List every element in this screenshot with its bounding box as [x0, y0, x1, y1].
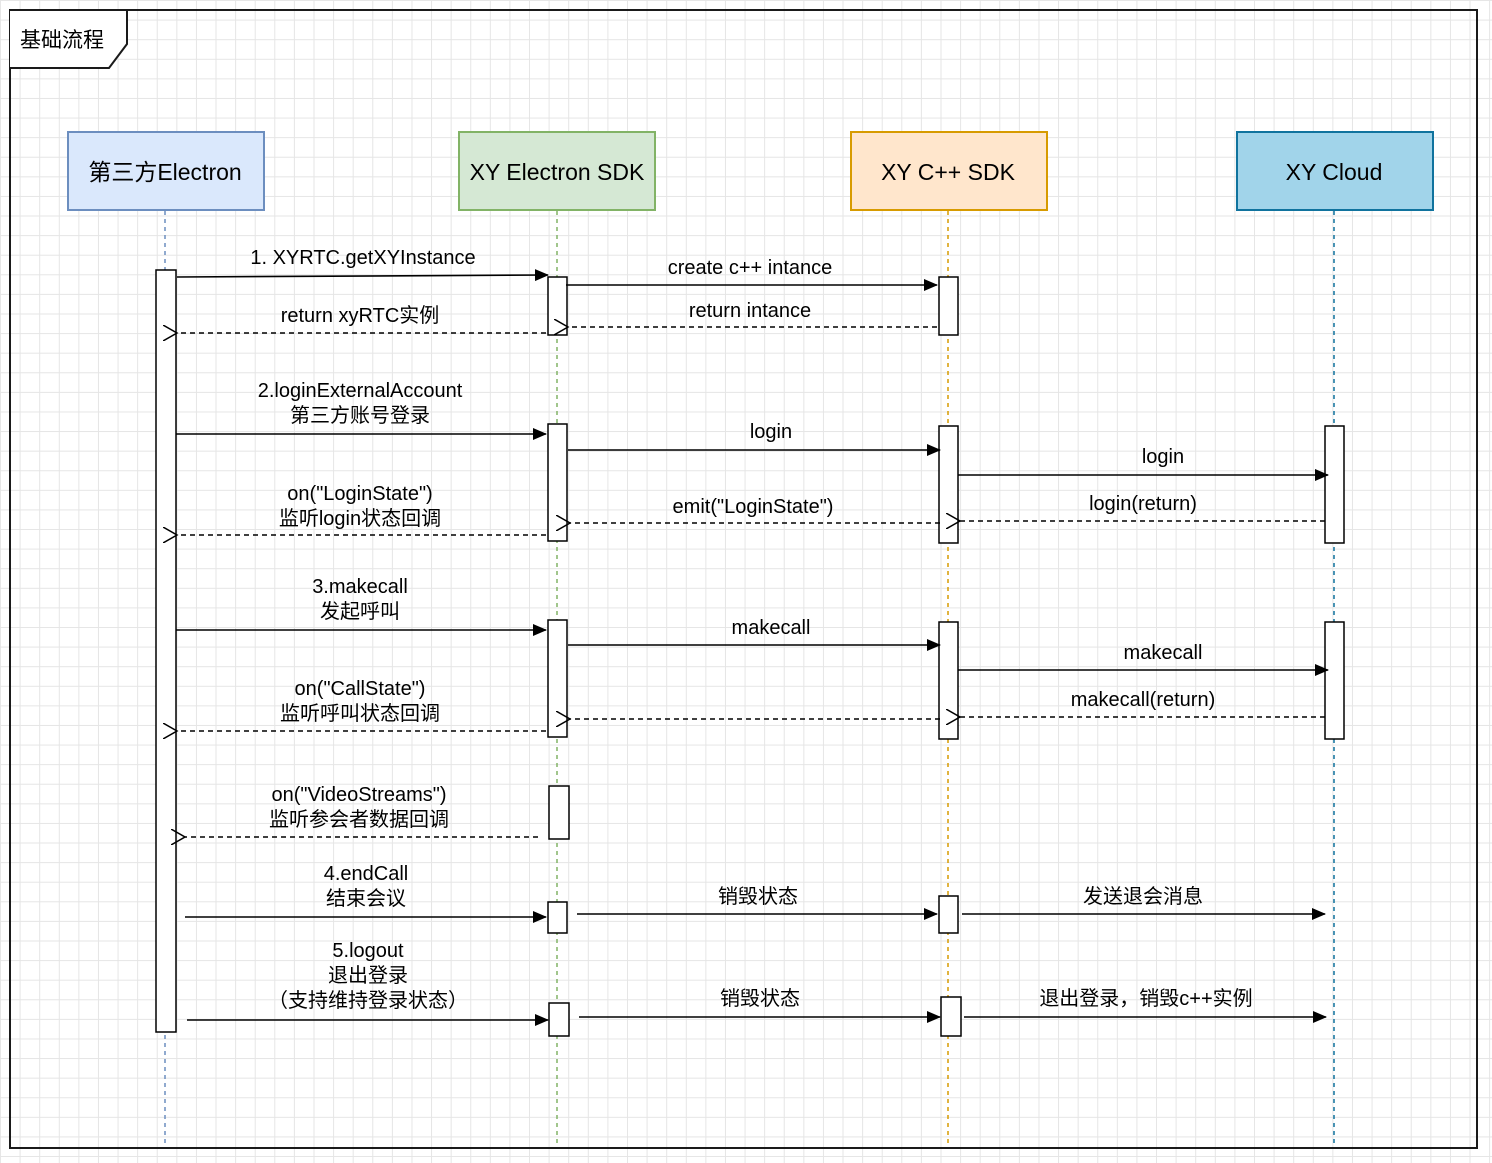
- message-label-m18: 4.endCall: [324, 863, 409, 885]
- participant-box-p1: [67, 131, 265, 211]
- message-label-m21: 5.logout: [332, 940, 404, 962]
- message-label-m1: 1. XYRTC.getXYInstance: [250, 247, 475, 269]
- activation-bar: [940, 996, 962, 1037]
- message-label-m16: 监听呼叫状态回调: [280, 702, 440, 725]
- message-label-m4: return xyRTC实例: [281, 304, 440, 327]
- message-label-m2: create c++ intance: [668, 257, 833, 279]
- activation-bar: [938, 895, 959, 934]
- message-label-m10: on("LoginState"): [287, 483, 432, 505]
- message-label-m13: makecall: [1124, 642, 1203, 664]
- message-label-m21: （支持维持登录状态）: [268, 989, 468, 1012]
- activation-bar: [548, 1002, 570, 1037]
- activation-bar: [1324, 425, 1345, 544]
- message-label-m14: makecall(return): [1071, 689, 1215, 711]
- message-label-m18: 结束会议: [326, 887, 406, 910]
- message-label-m22: 销毁状态: [720, 987, 800, 1010]
- participant-label-p1: 第三方Electron: [88, 159, 241, 185]
- message-label-m6: login: [750, 421, 792, 443]
- activation-bar: [938, 425, 959, 544]
- message-label-m5: 第三方账号登录: [290, 404, 430, 427]
- message-label-m10: 监听login状态回调: [279, 507, 441, 530]
- frame-title-tab: [10, 9, 128, 69]
- activation-bar: [938, 276, 959, 336]
- message-label-m21: 退出登录: [328, 964, 408, 987]
- message-label-m19: 销毁状态: [718, 885, 798, 908]
- participant-label-p2: XY Electron SDK: [470, 159, 645, 185]
- message-label-m11: 发起呼叫: [320, 600, 400, 623]
- activation-bar: [547, 276, 568, 336]
- message-label-m7: login: [1142, 446, 1184, 468]
- message-label-m23: 退出登录，销毁c++实例: [1039, 987, 1252, 1010]
- activation-bar: [1324, 621, 1345, 740]
- message-label-m11: 3.makecall: [312, 576, 408, 598]
- message-label-m17: on("VideoStreams"): [271, 784, 446, 806]
- message-label-m16: on("CallState"): [295, 678, 426, 700]
- frame-border: [9, 9, 1478, 1149]
- participant-box-p3: [850, 131, 1048, 211]
- message-arrow-m1: [176, 269, 549, 282]
- activation-bar: [938, 621, 959, 740]
- activation-bar: [155, 269, 177, 1033]
- participant-box-p4: [1236, 131, 1434, 211]
- participant-label-p4: XY Cloud: [1286, 159, 1383, 185]
- activation-bar: [548, 785, 570, 840]
- message-label-m5: 2.loginExternalAccount: [258, 380, 463, 402]
- participant-box-p2: [458, 131, 656, 211]
- activation-bar: [547, 619, 568, 738]
- participant-label-p3: XY C++ SDK: [881, 159, 1015, 185]
- frame-title: 基础流程: [20, 29, 104, 52]
- activation-bar: [547, 423, 568, 542]
- message-label-m17: 监听参会者数据回调: [269, 808, 449, 831]
- message-label-m9: emit("LoginState"): [673, 496, 834, 518]
- message-label-m3: return intance: [689, 300, 811, 322]
- message-label-m12: makecall: [732, 617, 811, 639]
- message-label-m8: login(return): [1089, 493, 1197, 515]
- message-label-m20: 发送退会消息: [1083, 885, 1203, 908]
- activation-bar: [547, 901, 568, 934]
